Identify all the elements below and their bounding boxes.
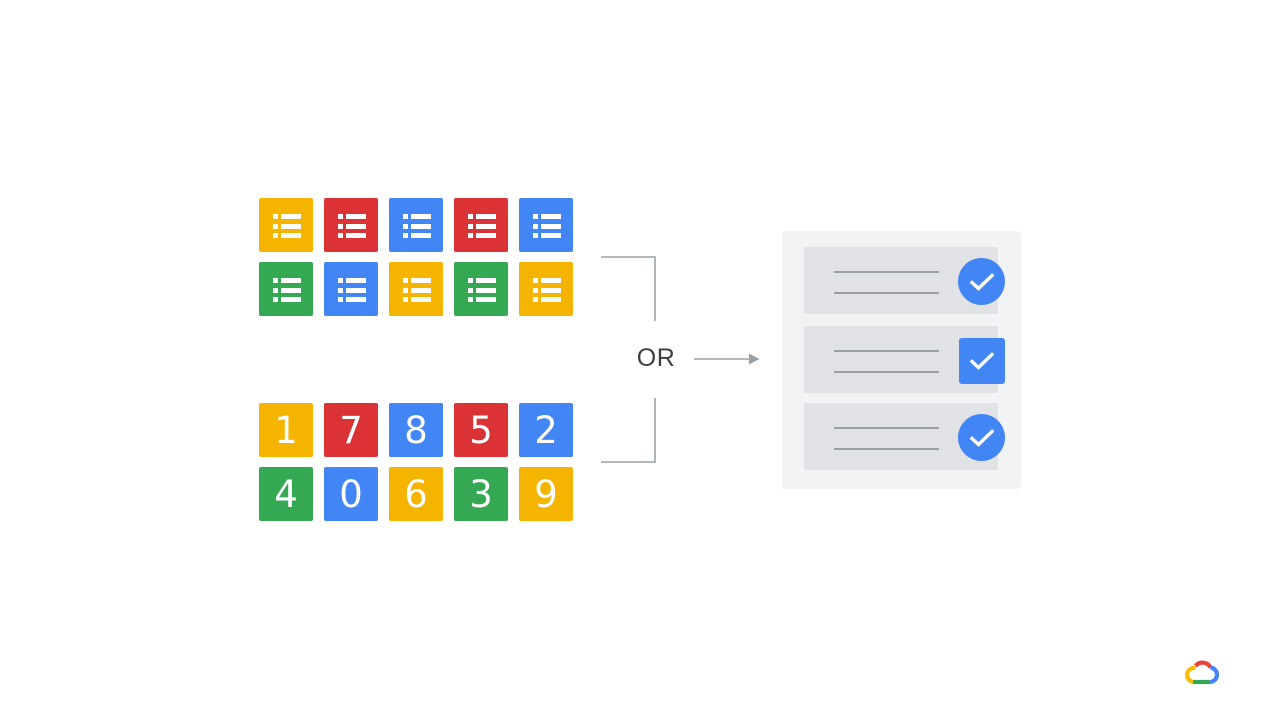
list-tile [324, 262, 378, 316]
list-icon [533, 278, 561, 302]
text-line-placeholder [834, 448, 939, 450]
google-cloud-logo-icon [1185, 660, 1219, 685]
text-line-placeholder [834, 271, 939, 273]
or-label: OR [636, 344, 676, 372]
check-icon [958, 414, 1005, 461]
list-tile [389, 198, 443, 252]
list-tile [259, 198, 313, 252]
result-panel [782, 231, 1021, 489]
list-icon [403, 278, 431, 302]
list-tile [389, 262, 443, 316]
list-icon [533, 214, 561, 238]
list-icon [338, 214, 366, 238]
number-tile: 8 [389, 403, 443, 457]
text-line-placeholder [834, 371, 939, 373]
list-tile [519, 262, 573, 316]
connector-top-bracket [601, 256, 656, 321]
number-tile: 4 [259, 467, 313, 521]
result-row [804, 326, 1005, 393]
text-line-placeholder [834, 427, 939, 429]
list-icon [273, 278, 301, 302]
number-tile-label: 6 [404, 473, 428, 516]
list-tile-grid [259, 198, 573, 316]
number-tile-label: 7 [339, 409, 363, 452]
number-tile-label: 2 [534, 409, 558, 452]
number-tile-label: 9 [534, 473, 558, 516]
number-tile: 2 [519, 403, 573, 457]
connector-bottom-bracket [601, 398, 656, 463]
list-icon [403, 214, 431, 238]
list-icon [468, 214, 496, 238]
number-tile-label: 3 [469, 473, 493, 516]
arrow-head-icon [749, 353, 760, 365]
check-icon [958, 258, 1005, 305]
text-line-placeholder [834, 350, 939, 352]
list-tile [259, 262, 313, 316]
number-tile-label: 8 [404, 409, 428, 452]
text-line-placeholder [834, 292, 939, 294]
list-tile [454, 262, 508, 316]
list-icon [273, 214, 301, 238]
list-tile [454, 198, 508, 252]
number-tile-label: 5 [469, 409, 493, 452]
number-tile: 5 [454, 403, 508, 457]
result-row [804, 403, 1005, 470]
list-icon [468, 278, 496, 302]
number-tile-label: 1 [274, 409, 298, 452]
result-row [804, 247, 1005, 314]
list-tile [519, 198, 573, 252]
number-tile-label: 4 [274, 473, 298, 516]
number-tile-label: 0 [339, 473, 363, 516]
number-tile: 0 [324, 467, 378, 521]
number-tile: 7 [324, 403, 378, 457]
number-tile: 6 [389, 467, 443, 521]
number-tile: 9 [519, 467, 573, 521]
list-tile [324, 198, 378, 252]
number-tile: 1 [259, 403, 313, 457]
list-icon [338, 278, 366, 302]
check-icon [959, 338, 1005, 384]
number-tile: 3 [454, 467, 508, 521]
